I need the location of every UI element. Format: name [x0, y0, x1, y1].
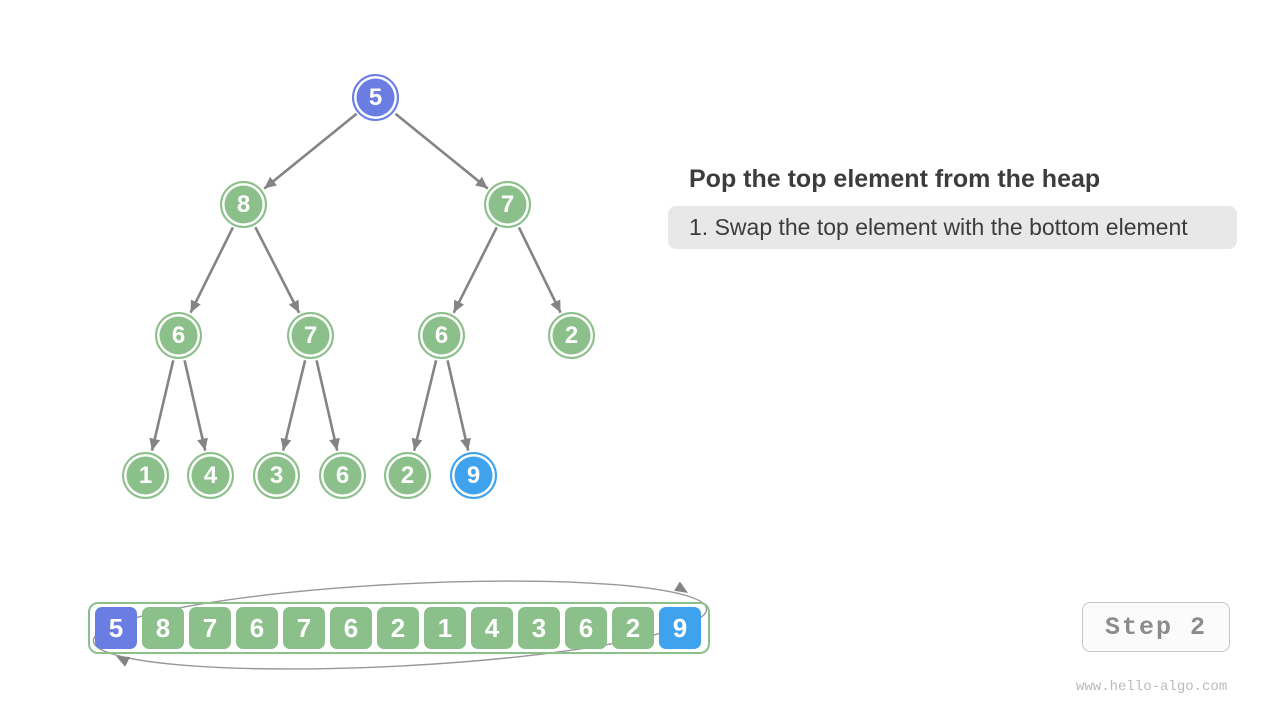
array-cell: 1 [424, 607, 466, 649]
step-note-box: 1. Swap the top element with the bottom … [668, 206, 1237, 249]
array-cell: 8 [142, 607, 184, 649]
array-cell: 4 [471, 607, 513, 649]
tree-edges [149, 112, 562, 452]
tree-node: 9 [450, 452, 497, 499]
tree-node: 6 [418, 312, 465, 359]
tree-node: 6 [155, 312, 202, 359]
tree-edge [263, 112, 358, 190]
tree-node: 4 [187, 452, 234, 499]
tree-node: 6 [319, 452, 366, 499]
tree-node: 8 [220, 181, 267, 228]
tree-node: 7 [484, 181, 531, 228]
swap-arrowhead-icon [674, 581, 688, 593]
array-cell: 6 [565, 607, 607, 649]
tree-edge [183, 360, 208, 451]
array-cell: 7 [189, 607, 231, 649]
tree-node: 5 [352, 74, 399, 121]
tree-edge [517, 226, 562, 314]
tree-edge [446, 360, 471, 451]
array-cell: 5 [95, 607, 137, 649]
array-cell: 2 [612, 607, 654, 649]
tree-node: 1 [122, 452, 169, 499]
tree-edge [254, 226, 301, 314]
array-cell: 9 [659, 607, 701, 649]
website-watermark: www.hello-algo.com [1076, 679, 1228, 695]
array-cell: 7 [283, 607, 325, 649]
tree-node: 7 [287, 312, 334, 359]
tree-edge [280, 359, 307, 452]
tree-node: 3 [253, 452, 300, 499]
tree-edge [189, 226, 235, 314]
array-cell: 2 [377, 607, 419, 649]
step-note-text: 1. Swap the top element with the bottom … [689, 214, 1188, 240]
page-title: Pop the top element from the heap [689, 165, 1101, 193]
tree-edge [315, 360, 340, 451]
tree-node: 2 [548, 312, 595, 359]
step-indicator-button[interactable]: Step 2 [1082, 602, 1230, 652]
tree-edge [149, 360, 175, 451]
tree-edge [452, 226, 498, 314]
array-cell: 3 [518, 607, 560, 649]
tree-edge [394, 112, 489, 190]
array-cell: 6 [330, 607, 372, 649]
tree-edge [411, 359, 438, 452]
array-cell: 6 [236, 607, 278, 649]
tree-node: 2 [384, 452, 431, 499]
